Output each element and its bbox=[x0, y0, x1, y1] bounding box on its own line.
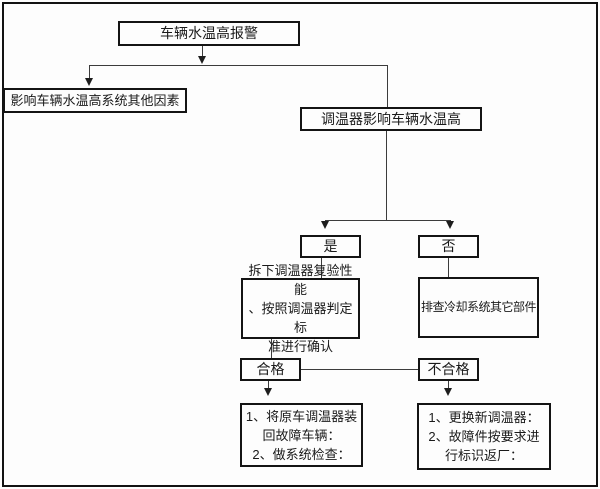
connector-thermostat-stem bbox=[386, 131, 387, 220]
connector-no-check bbox=[448, 258, 449, 277]
connector-alarm-down bbox=[202, 43, 203, 57]
connector-thermostat-down bbox=[387, 65, 388, 107]
arrowhead-yes-icon bbox=[321, 221, 329, 229]
connector-split-horizontal bbox=[89, 65, 388, 66]
connector-yes-inspect bbox=[321, 258, 322, 278]
flow-node-fail-action: 1、更换新调温器： 2、故障件按要求进 行标识返厂： bbox=[417, 403, 551, 470]
connector-inspect-pass bbox=[271, 339, 272, 358]
flow-node-pass-action: 1、将原车调温器装 回故障车辆： 2、做系统检查： bbox=[240, 403, 363, 467]
connector-yesno-horizontal bbox=[325, 220, 451, 221]
flow-node-alarm: 车辆水温高报警 bbox=[118, 21, 300, 46]
flow-node-thermostat: 调温器影响车辆水温高 bbox=[300, 107, 482, 131]
arrowhead-alarm-down-icon bbox=[198, 56, 206, 64]
flow-node-other-factors: 影响车辆水温高系统其他因素 bbox=[3, 88, 187, 113]
connector-fail-down bbox=[448, 381, 449, 389]
arrowhead-other-factors-icon bbox=[85, 78, 93, 86]
flow-node-no: 否 bbox=[418, 235, 479, 258]
flow-node-pass: 合格 bbox=[240, 358, 301, 381]
flow-node-check-other-parts: 排查冷却系统其它部件 bbox=[418, 277, 539, 338]
arrowhead-no-icon bbox=[446, 221, 454, 229]
flow-node-yes: 是 bbox=[300, 235, 361, 258]
connector-pass-down bbox=[268, 381, 269, 389]
connector-pass-fail bbox=[301, 369, 418, 370]
connector-other-factors-down bbox=[89, 65, 90, 78]
flow-node-inspect: 拆下调温器复验性能 、按照调温器判定标 准进行确认 bbox=[241, 263, 360, 354]
arrowhead-pass-action-icon bbox=[264, 388, 272, 396]
arrowhead-fail-action-icon bbox=[444, 388, 452, 396]
flow-node-fail: 不合格 bbox=[418, 358, 479, 381]
